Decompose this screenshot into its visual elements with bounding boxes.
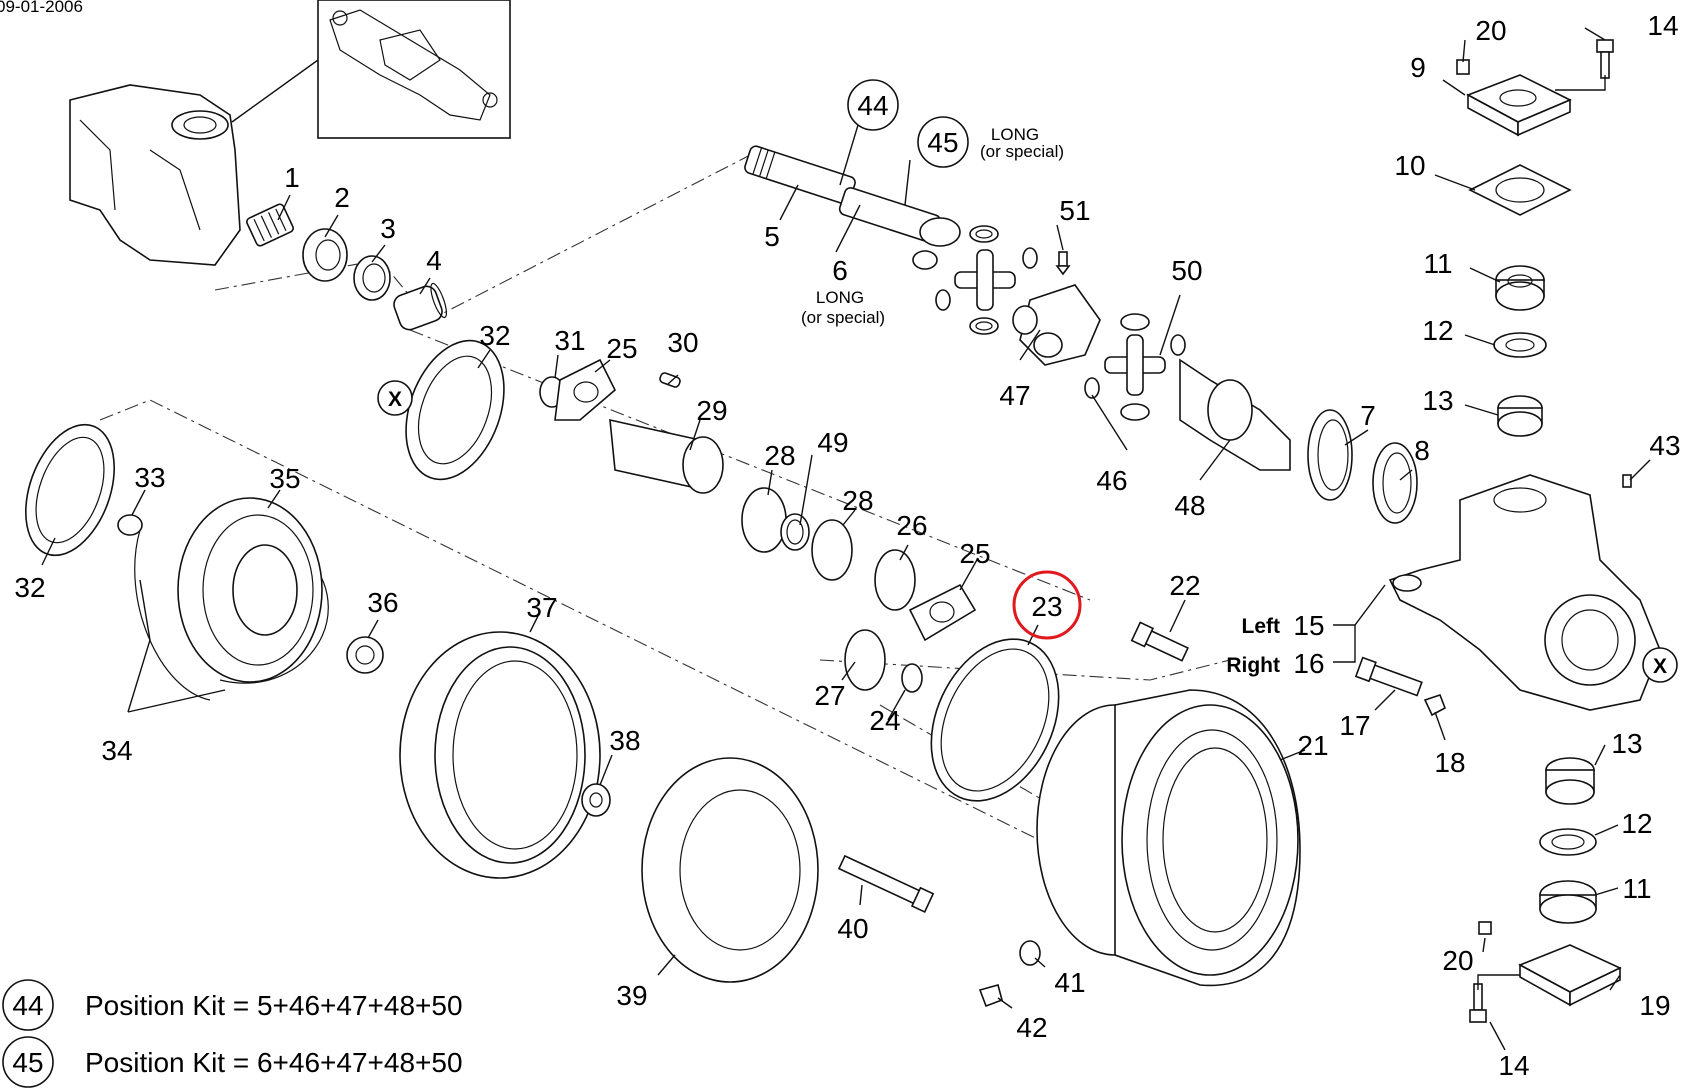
- part-label-25-right: 25: [959, 538, 990, 569]
- right-label: Right: [1226, 654, 1280, 677]
- part-label-46: 46: [1096, 465, 1127, 496]
- highlight-circle-23: [1012, 570, 1082, 640]
- svg-text:X: X: [388, 388, 402, 411]
- drive-shaft-group: [744, 145, 1418, 524]
- part-label-33: 33: [134, 462, 165, 493]
- svg-text:X: X: [1653, 655, 1667, 678]
- part-label-35: 35: [269, 463, 300, 494]
- part-label-14-top: 14: [1647, 10, 1678, 41]
- kingpin-stack: [1388, 39, 1661, 1023]
- kit-legend: 44 Position Kit = 5+46+47+48+50 45 Posit…: [2, 979, 463, 1088]
- kit-text-45: Position Kit = 6+46+47+48+50: [85, 1047, 463, 1078]
- part-label-11-bottom: 11: [1622, 873, 1651, 904]
- part-label-1: 1: [284, 162, 300, 193]
- kit-badge-44: 44: [12, 990, 43, 1021]
- kit-text-44: Position Kit = 5+46+47+48+50: [85, 990, 463, 1021]
- kit-row-45: 45 Position Kit = 6+46+47+48+50: [2, 1036, 463, 1088]
- part-label-8: 8: [1414, 435, 1430, 466]
- part-label-2: 2: [334, 182, 350, 213]
- left-label: Left: [1242, 615, 1281, 638]
- part-label-3: 3: [380, 213, 396, 244]
- part-label-28-left: 28: [764, 440, 795, 471]
- part-label-15: 15: [1293, 610, 1324, 641]
- part-label-26: 26: [896, 510, 927, 541]
- part-label-7: 7: [1360, 400, 1376, 431]
- part-label-11-top: 11: [1423, 248, 1452, 279]
- part-label-6: 6: [832, 255, 848, 286]
- special-label-45: (or special): [980, 142, 1064, 161]
- part-label-13-bottom: 13: [1611, 728, 1642, 759]
- part-label-5: 5: [764, 221, 780, 252]
- x-mark-left: X: [377, 380, 413, 416]
- part-label-36: 36: [367, 587, 398, 618]
- part-label-44: 44: [857, 90, 888, 121]
- part-label-32-left: 32: [14, 572, 45, 603]
- part-label-20-bottom: 20: [1442, 945, 1473, 976]
- kit-row-44: 44 Position Kit = 5+46+47+48+50: [2, 979, 463, 1031]
- part-label-12-top: 12: [1422, 315, 1453, 346]
- part-label-43: 43: [1649, 430, 1680, 461]
- part-label-42: 42: [1016, 1012, 1047, 1043]
- part-label-27: 27: [814, 680, 845, 711]
- part-label-25-left: 25: [606, 333, 637, 364]
- part-label-19: 19: [1639, 990, 1670, 1021]
- part-label-37: 37: [526, 592, 557, 623]
- part-label-4: 4: [426, 245, 442, 276]
- part-label-20-top: 20: [1475, 15, 1506, 46]
- x-mark-right: X: [1642, 647, 1678, 683]
- wheel-hub: [1036, 689, 1301, 987]
- part-label-24: 24: [869, 705, 900, 736]
- planetary-group: [24, 339, 1060, 1008]
- part-label-34: 34: [101, 735, 132, 766]
- part-label-41: 41: [1054, 967, 1085, 998]
- part-label-48: 48: [1174, 490, 1205, 521]
- part-label-32-top: 32: [479, 320, 510, 351]
- part-label-39: 39: [616, 980, 647, 1011]
- part-label-18: 18: [1434, 747, 1465, 778]
- part-label-10: 10: [1394, 150, 1425, 181]
- part-label-40: 40: [837, 913, 868, 944]
- part-label-30: 30: [667, 327, 698, 358]
- long-label-6: LONG: [816, 288, 864, 307]
- part-label-47: 47: [999, 380, 1030, 411]
- part-label-17: 17: [1339, 710, 1370, 741]
- part-label-16: 16: [1293, 648, 1324, 679]
- leader-lines: [41, 27, 1651, 1051]
- special-label-6: (or special): [801, 308, 885, 327]
- part-labels: 1 2 3 4 5 6 LONG (or special) 44 45 LONG…: [14, 10, 1680, 1081]
- part-label-14-bottom: 14: [1498, 1050, 1529, 1081]
- part-label-9: 9: [1410, 52, 1426, 83]
- part-label-21: 21: [1297, 730, 1328, 761]
- part-label-12-bottom: 12: [1621, 808, 1652, 839]
- part-label-50: 50: [1171, 255, 1202, 286]
- kit-badge-45: 45: [12, 1047, 43, 1078]
- part-label-45: 45: [927, 127, 958, 158]
- part-label-29: 29: [696, 395, 727, 426]
- part-label-22: 22: [1169, 570, 1200, 601]
- date-code: 09-01-2006: [0, 0, 83, 16]
- part-label-49: 49: [817, 427, 848, 458]
- bearing-parts-1-4: [246, 203, 448, 331]
- part-label-38: 38: [609, 725, 640, 756]
- long-label-45: LONG: [991, 125, 1039, 144]
- part-label-51: 51: [1059, 195, 1090, 226]
- part-label-23: 23: [1031, 591, 1062, 622]
- part-label-13-top: 13: [1422, 385, 1453, 416]
- part-label-31: 31: [554, 325, 585, 356]
- axle-housing-end: [69, 84, 241, 266]
- bolts-17-18-22: [1130, 621, 1446, 717]
- part-label-28-right: 28: [842, 485, 873, 516]
- axle-overview-inset: [231, 0, 511, 139]
